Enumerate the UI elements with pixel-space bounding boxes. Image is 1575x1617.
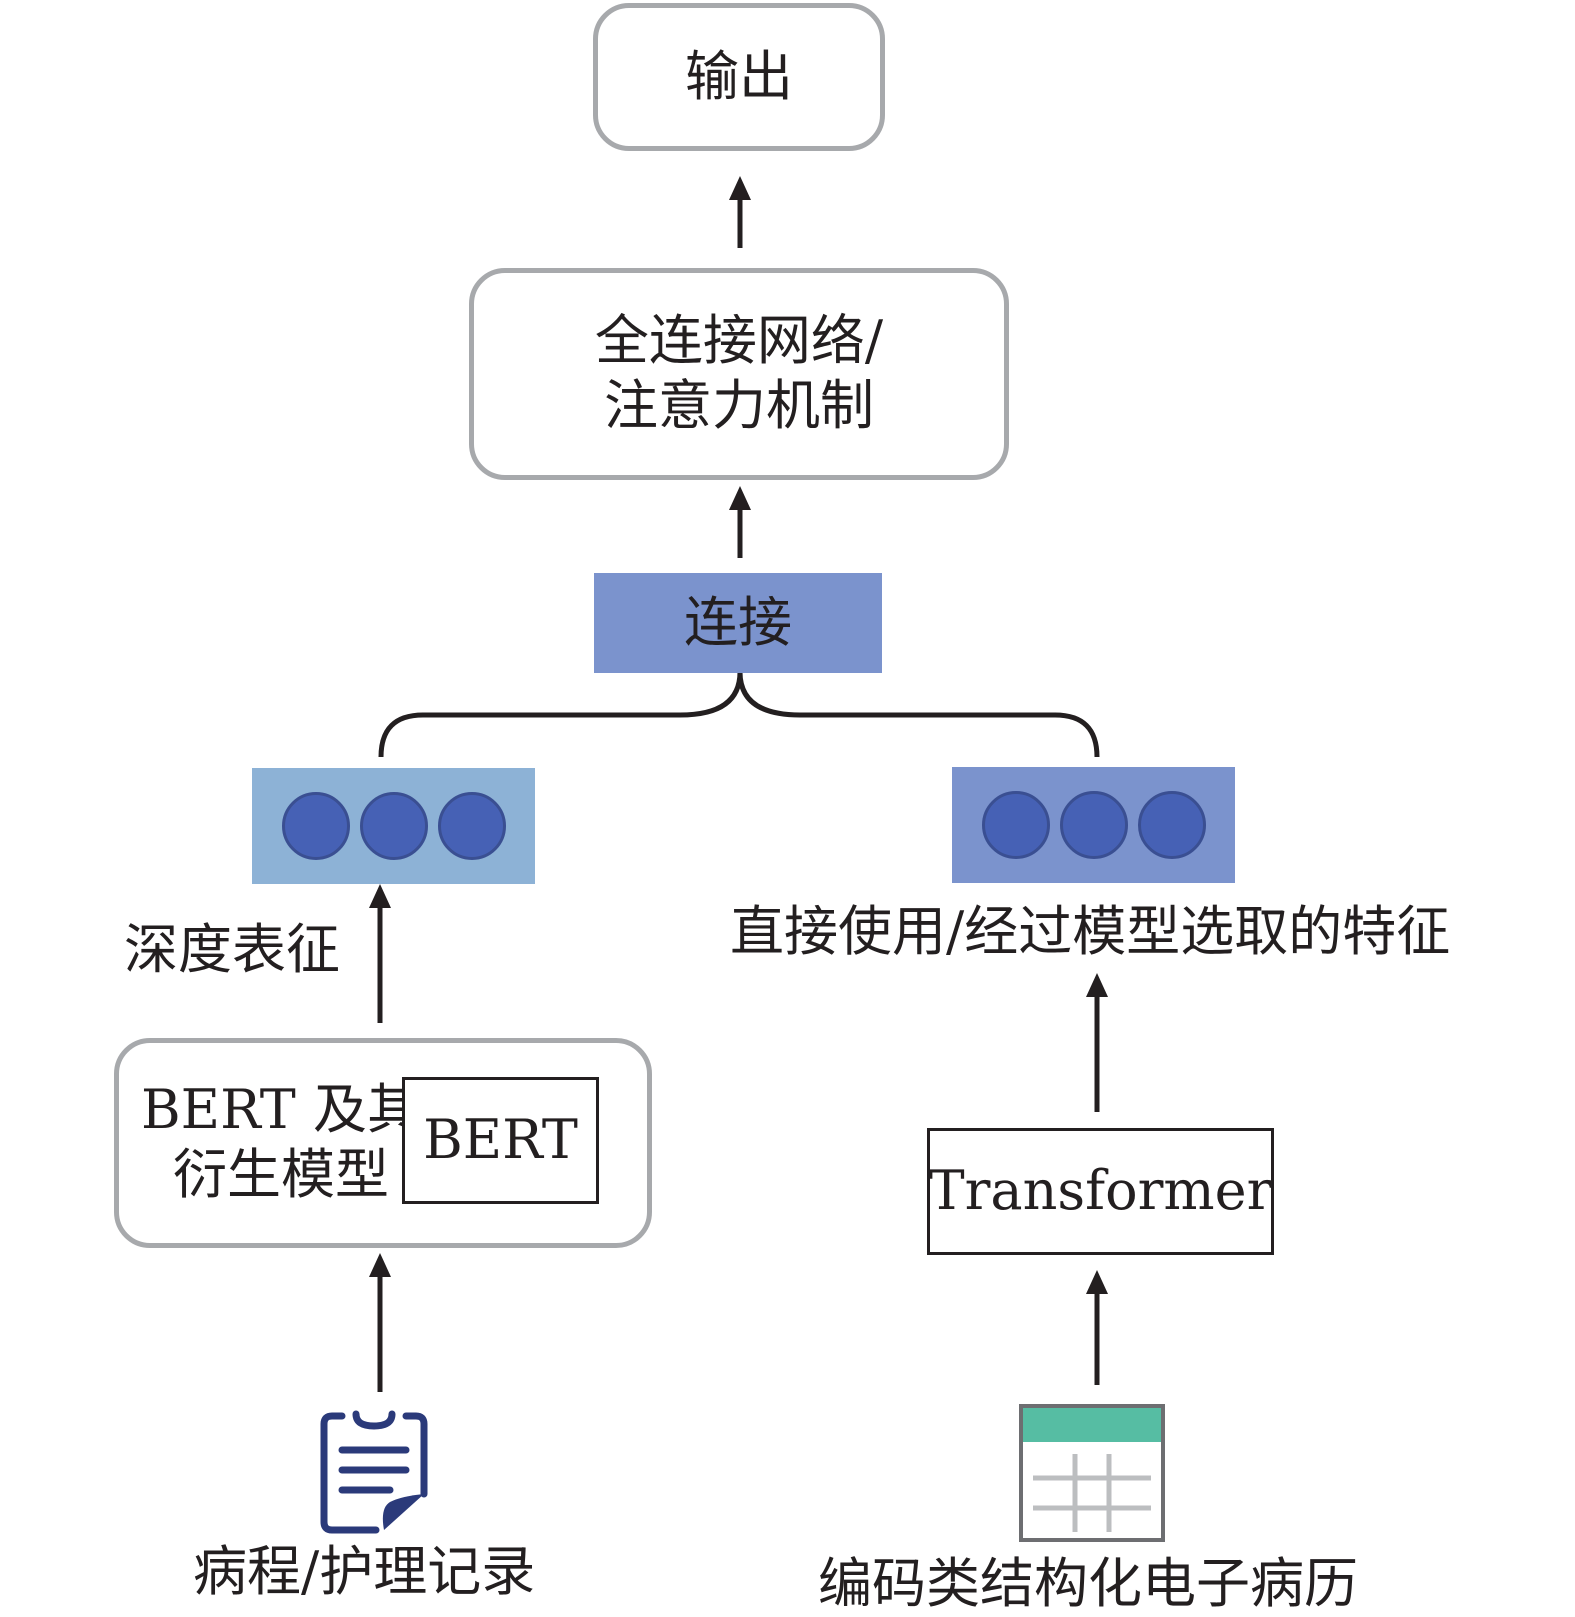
vector-unit <box>981 791 1050 859</box>
output-label: 输出 <box>685 44 793 108</box>
vector-unit <box>359 792 428 860</box>
bert-node: BERT <box>402 1077 599 1204</box>
concat-label: 连接 <box>684 590 792 654</box>
arrow-emr-to-transformer <box>1086 1270 1108 1385</box>
fc-attention-label-line1: 全连接网络/ <box>594 309 884 373</box>
arrow-concat-to-fc <box>729 486 751 558</box>
arrow-notes-to-bert <box>369 1253 391 1392</box>
notes-input-label: 病程/护理记录 <box>193 1540 536 1603</box>
merge-brace <box>378 671 1100 758</box>
vector-unit <box>281 792 350 860</box>
deep-representation-label: 深度表征 <box>124 918 340 981</box>
vector-unit <box>1059 791 1128 859</box>
bert-family-label-line1: BERT 及其 <box>141 1078 421 1142</box>
output-node: 输出 <box>593 3 885 151</box>
deep-representation-vector <box>252 768 535 884</box>
transformer-label: Transformer <box>928 1159 1273 1223</box>
bert-family-text: BERT 及其 衍生模型 <box>141 1078 421 1208</box>
feature-label: 直接使用/经过模型选取的特征 <box>730 900 1451 963</box>
concat-node: 连接 <box>594 573 882 673</box>
bert-family-label-line2: 衍生模型 <box>173 1143 389 1206</box>
fc-attention-node: 全连接网络/ 注意力机制 <box>469 268 1009 480</box>
vector-unit <box>1137 791 1206 859</box>
bert-label: BERT <box>423 1108 578 1172</box>
arrow-fc-to-output <box>729 176 751 248</box>
feature-vector <box>952 767 1235 883</box>
structured-input-label: 编码类结构化电子病历 <box>818 1552 1358 1615</box>
clipboard-document-icon <box>320 1410 428 1534</box>
table-grid-icon <box>1019 1404 1165 1542</box>
fc-attention-label-line2: 注意力机制 <box>604 374 874 437</box>
vector-unit <box>437 792 506 860</box>
arrow-transformer-to-features <box>1086 973 1108 1112</box>
transformer-node: Transformer <box>927 1128 1274 1255</box>
arrow-bert-to-deep-vector <box>369 884 391 1023</box>
